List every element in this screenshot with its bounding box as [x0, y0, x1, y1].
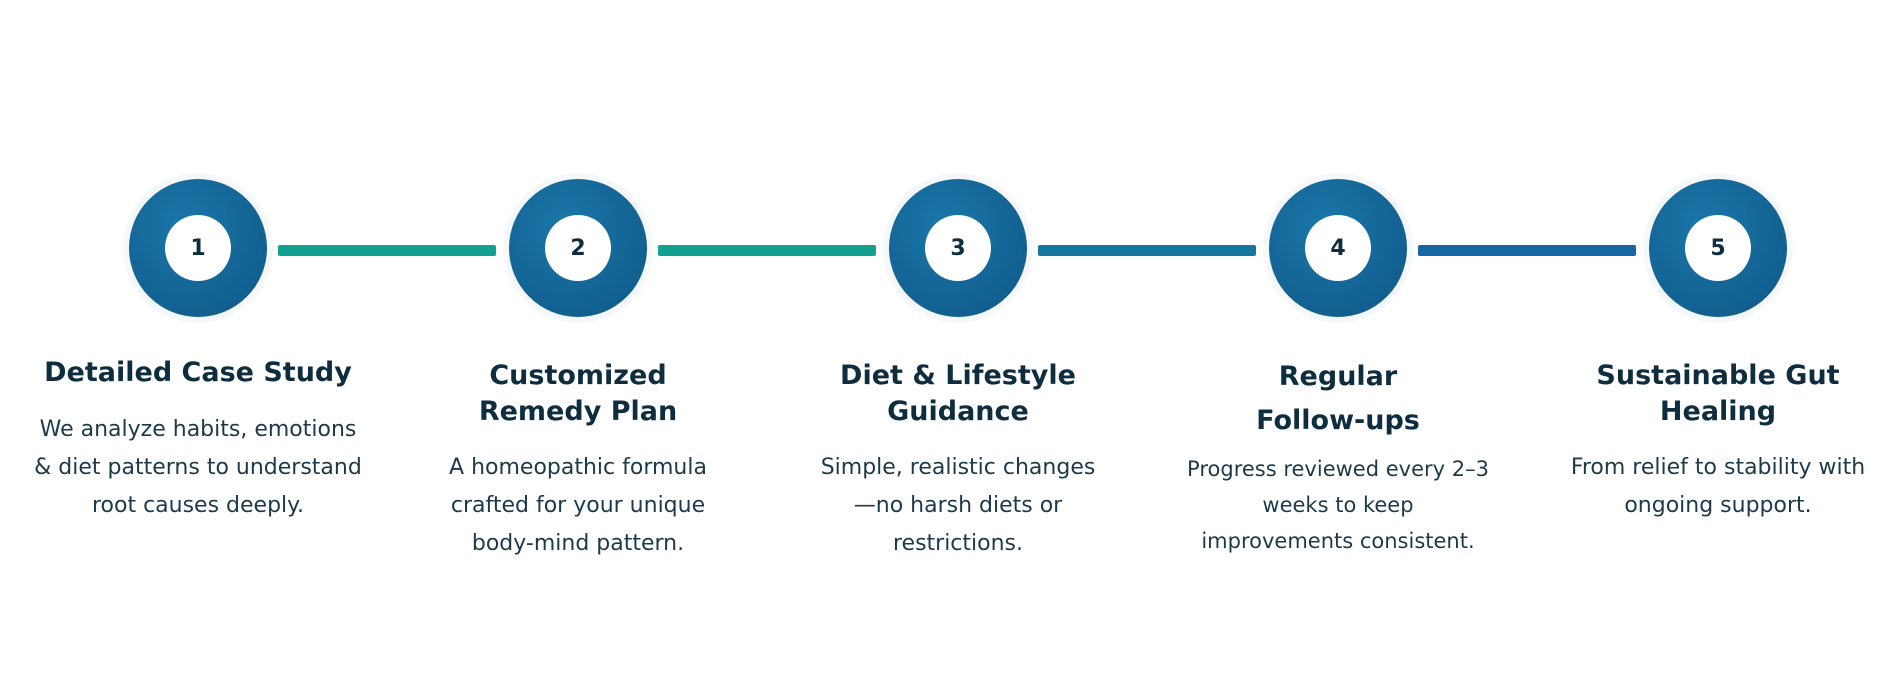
step-number-ring: 4: [1269, 179, 1407, 317]
step-number-ring: 1: [129, 179, 267, 317]
connector-4-5: [1418, 245, 1636, 256]
step-number-ring: 2: [509, 179, 647, 317]
step-title: Sustainable Gut Healing: [1596, 360, 1840, 427]
step-number-ring: 5: [1649, 179, 1787, 317]
step-title: Diet & Lifestyle Guidance: [840, 360, 1076, 427]
step-title: Customized Remedy Plan: [478, 360, 678, 427]
connector-3-4: [1038, 245, 1256, 256]
step-description: Simple, realistic changes—no harsh diets…: [820, 455, 1096, 556]
step-number: 5: [1685, 215, 1751, 281]
step-title: Detailed Case Study: [44, 357, 352, 388]
step-number-ring: 3: [889, 179, 1027, 317]
connector-1-2: [278, 245, 496, 256]
step-number: 1: [165, 215, 231, 281]
connector-2-3: [658, 245, 876, 256]
step-number: 3: [925, 215, 991, 281]
step-description: Progress reviewed every 2–3 weeks to kee…: [1187, 457, 1489, 553]
step-number: 4: [1305, 215, 1371, 281]
step-number: 2: [545, 215, 611, 281]
step-description: We analyze habits, emotions & diet patte…: [34, 417, 362, 518]
step-title: Regular Follow-ups: [1256, 361, 1420, 436]
step-description: From relief to stability with ongoing su…: [1570, 455, 1866, 518]
step-description: A homeopathic formula crafted for your u…: [449, 455, 707, 556]
